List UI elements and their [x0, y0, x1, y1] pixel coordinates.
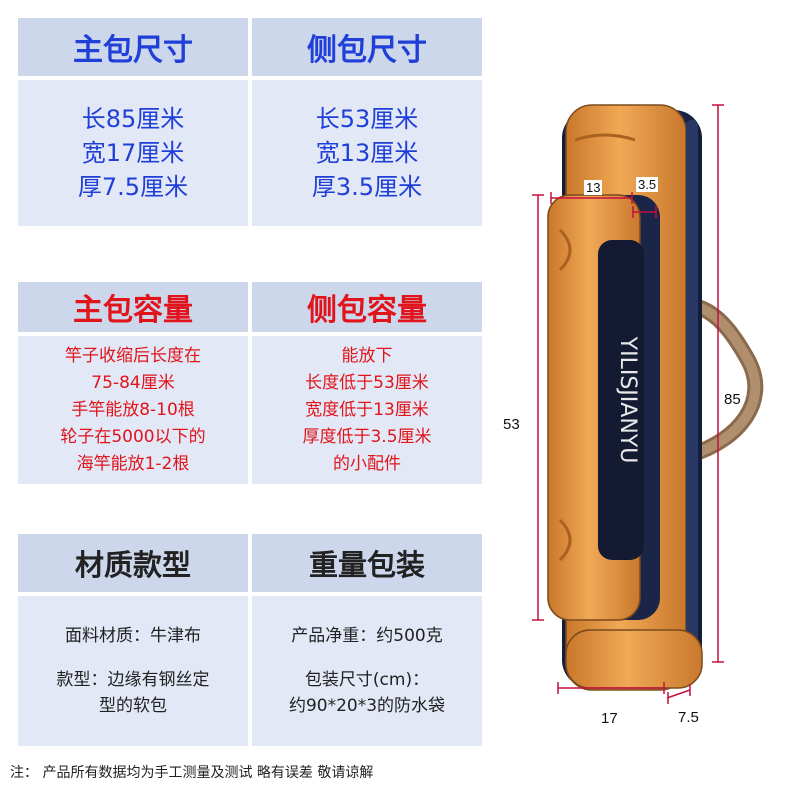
material-style-body: 面料材质：牛津布 款型：边缘有钢丝定 型的软包: [18, 596, 248, 746]
main-thickness: 厚7.5厘米: [77, 173, 189, 201]
main-bag-size-header: 主包尺寸: [18, 18, 248, 76]
capacity-line: 75-84厘米: [91, 372, 175, 393]
bag-brand-text: YILISJIANYU: [615, 336, 640, 464]
side-bag-capacity-body: 能放下 长度低于53厘米 宽度低于13厘米 厚度低于3.5厘米 的小配件: [252, 336, 482, 484]
capacity-line: 轮子在5000以下的: [60, 426, 206, 447]
side-bag-size-title: 侧包尺寸: [307, 33, 427, 68]
side-width-label: 13: [584, 180, 603, 195]
capacity-line: 厚度低于3.5厘米: [302, 426, 432, 447]
capacity-line: 长度低于53厘米: [305, 372, 429, 393]
side-thickness: 厚3.5厘米: [311, 173, 423, 201]
fabric-material: 面料材质：牛津布: [65, 626, 201, 646]
capacity-line: 能放下: [341, 345, 393, 366]
side-bag-capacity-title: 侧包容量: [307, 293, 427, 328]
main-bag-zipper: [686, 120, 698, 680]
weight-packaging-title: 重量包装: [308, 548, 425, 582]
main-thickness-label: 7.5: [678, 709, 699, 726]
weight-packaging-body: 产品净重：约500克 包装尺寸(cm)： 约90*20*3的防水袋: [252, 596, 482, 746]
material-style-header: 材质款型: [18, 534, 248, 592]
material-style-title: 材质款型: [74, 548, 191, 582]
side-thickness-label: 3.5: [636, 177, 659, 192]
side-bag-capacity-header: 侧包容量: [252, 282, 482, 332]
main-width: 宽17厘米: [81, 139, 185, 167]
bag-bottom-strip: [565, 629, 703, 689]
main-bag-capacity-title: 主包容量: [73, 293, 193, 328]
main-width-label: 17: [601, 710, 618, 727]
fishing-rod-bag-illustration: YILISJIANYU: [532, 104, 764, 704]
side-bag-size-header: 侧包尺寸: [252, 18, 482, 76]
package-size-label: 包装尺寸(cm)：: [304, 670, 430, 690]
side-length: 长53厘米: [315, 105, 419, 133]
side-length-label: 53: [503, 416, 520, 433]
capacity-line: 海竿能放1-2根: [76, 453, 190, 474]
weight-packaging-header: 重量包装: [252, 534, 482, 592]
capacity-line: 手竿能放8-10根: [71, 399, 195, 420]
net-weight: 产品净重：约500克: [291, 626, 443, 646]
main-length-label: 85: [724, 391, 741, 408]
side-pouch-label-band: [598, 240, 644, 560]
capacity-line: 竿子收缩后长度在: [65, 345, 201, 366]
main-bag-size-body: 长85厘米 宽17厘米 厚7.5厘米: [18, 80, 248, 226]
main-bag-size-title: 主包尺寸: [73, 33, 193, 68]
package-size-value: 约90*20*3的防水袋: [288, 696, 446, 716]
style-line: 款型：边缘有钢丝定: [56, 670, 210, 690]
side-width: 宽13厘米: [315, 139, 419, 167]
capacity-line: 宽度低于13厘米: [305, 399, 429, 420]
capacity-line: 的小配件: [333, 453, 401, 474]
side-bag-size-body: 长53厘米 宽13厘米 厚3.5厘米: [252, 80, 482, 226]
style-line: 型的软包: [99, 696, 167, 716]
disclaimer-note: 注： 产品所有数据均为手工测量及测试 略有误差 敬请谅解: [10, 765, 374, 781]
main-length: 长85厘米: [81, 105, 185, 133]
main-bag-capacity-header: 主包容量: [18, 282, 248, 332]
dimension-lines: [532, 104, 724, 704]
main-bag-capacity-body: 竿子收缩后长度在 75-84厘米 手竿能放8-10根 轮子在5000以下的 海竿…: [18, 336, 248, 484]
